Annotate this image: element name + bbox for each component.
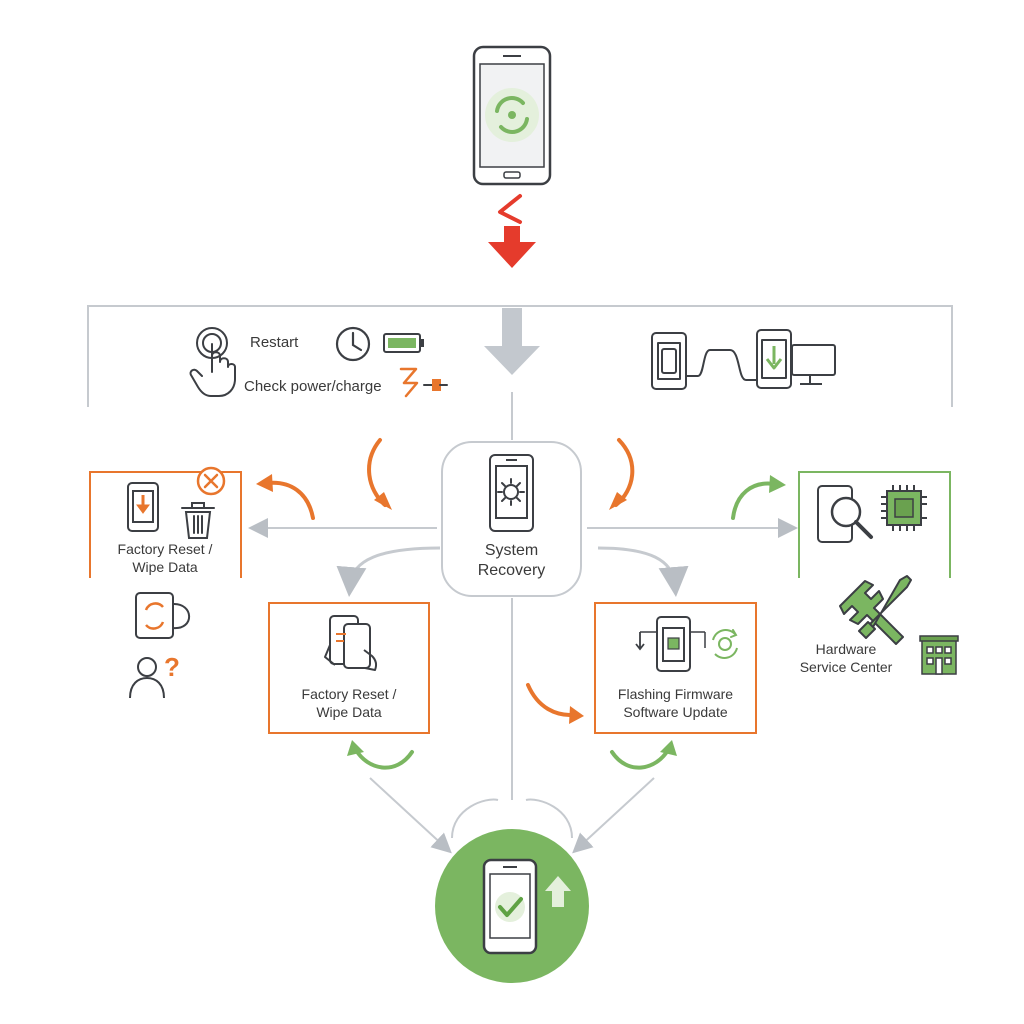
green-arrowhead [347, 740, 364, 756]
green-curve-arrow [731, 481, 776, 520]
orange-arrowhead [609, 492, 627, 510]
tools-icon [839, 575, 912, 645]
touch-hand-icon [189, 327, 236, 397]
close-circle-icon [196, 466, 226, 496]
top-bracket-line [87, 305, 953, 407]
factory-reset-line1: Factory Reset / [301, 686, 397, 702]
gray-curve-arrow [336, 546, 441, 597]
hardware-service-label: Hardware Service Center [790, 640, 902, 676]
orange-curve-arrow [526, 683, 576, 718]
gray-arc [451, 798, 499, 839]
user-question-icon [129, 657, 165, 699]
flashing-firmware-line1: Flashing Firmware [617, 686, 734, 702]
phone-to-computer-icon [651, 329, 836, 390]
green-curve-arrow [610, 748, 670, 770]
up-arrow-icon [545, 876, 571, 907]
system-recovery-label: System Recovery [442, 541, 581, 581]
orange-arrowhead [569, 706, 584, 724]
download-phone-icon [127, 482, 159, 532]
building-icon [919, 635, 959, 675]
lightning-icon [399, 367, 419, 398]
system-recovery-line2: Recovery [477, 562, 546, 579]
flashing-firmware-label: Flashing Firmware Software Update [595, 685, 756, 721]
magnifier-phone-icon [817, 485, 873, 543]
trash-icon [181, 502, 215, 539]
orange-arrowhead [374, 492, 392, 510]
gray-down-arrow [484, 308, 540, 375]
orange-arrowhead [256, 474, 273, 492]
flashing-firmware-line2: Software Update [623, 704, 728, 720]
red-down-arrow [488, 226, 536, 268]
left-panel-frame [89, 471, 242, 578]
two-phones-hand-icon [324, 615, 377, 671]
left-panel-line2: Wipe Data [132, 559, 198, 575]
left-panel-label: Factory Reset / Wipe Data [90, 540, 240, 576]
settings-phone-icon [489, 454, 534, 532]
battery-icon [383, 333, 424, 353]
factory-reset-label: Factory Reset / Wipe Data [269, 685, 429, 721]
plug-icon [423, 379, 448, 391]
check-power-label: Check power/charge [244, 378, 382, 395]
gray-arc [525, 798, 573, 839]
left-panel-line1: Factory Reset / [117, 541, 213, 557]
hardware-service-line1: Hardware [815, 641, 877, 657]
refresh-gear-icon [712, 629, 738, 659]
gray-diagonal-arrow [572, 777, 655, 854]
hardware-service-line2: Service Center [799, 659, 893, 675]
orange-curve-arrow [266, 480, 315, 520]
green-arrowhead [660, 740, 677, 756]
sync-phone-icon [135, 592, 190, 639]
green-curve-arrow [354, 748, 414, 770]
system-recovery-line1: System [484, 542, 539, 559]
clock-icon [335, 326, 371, 362]
firmware-phone-icon [635, 616, 706, 672]
question-mark: ? [164, 652, 180, 682]
gray-diagonal-arrow [369, 777, 452, 854]
top-phone-icon [472, 45, 552, 186]
right-panel-frame [798, 471, 951, 578]
restart-label: Restart [250, 334, 299, 351]
success-phone-icon [482, 858, 538, 955]
red-bolt-icon [498, 194, 522, 224]
factory-reset-line2: Wipe Data [316, 704, 382, 720]
chip-icon [881, 485, 927, 531]
green-arrowhead [769, 475, 786, 493]
gray-curve-arrow [597, 546, 689, 597]
